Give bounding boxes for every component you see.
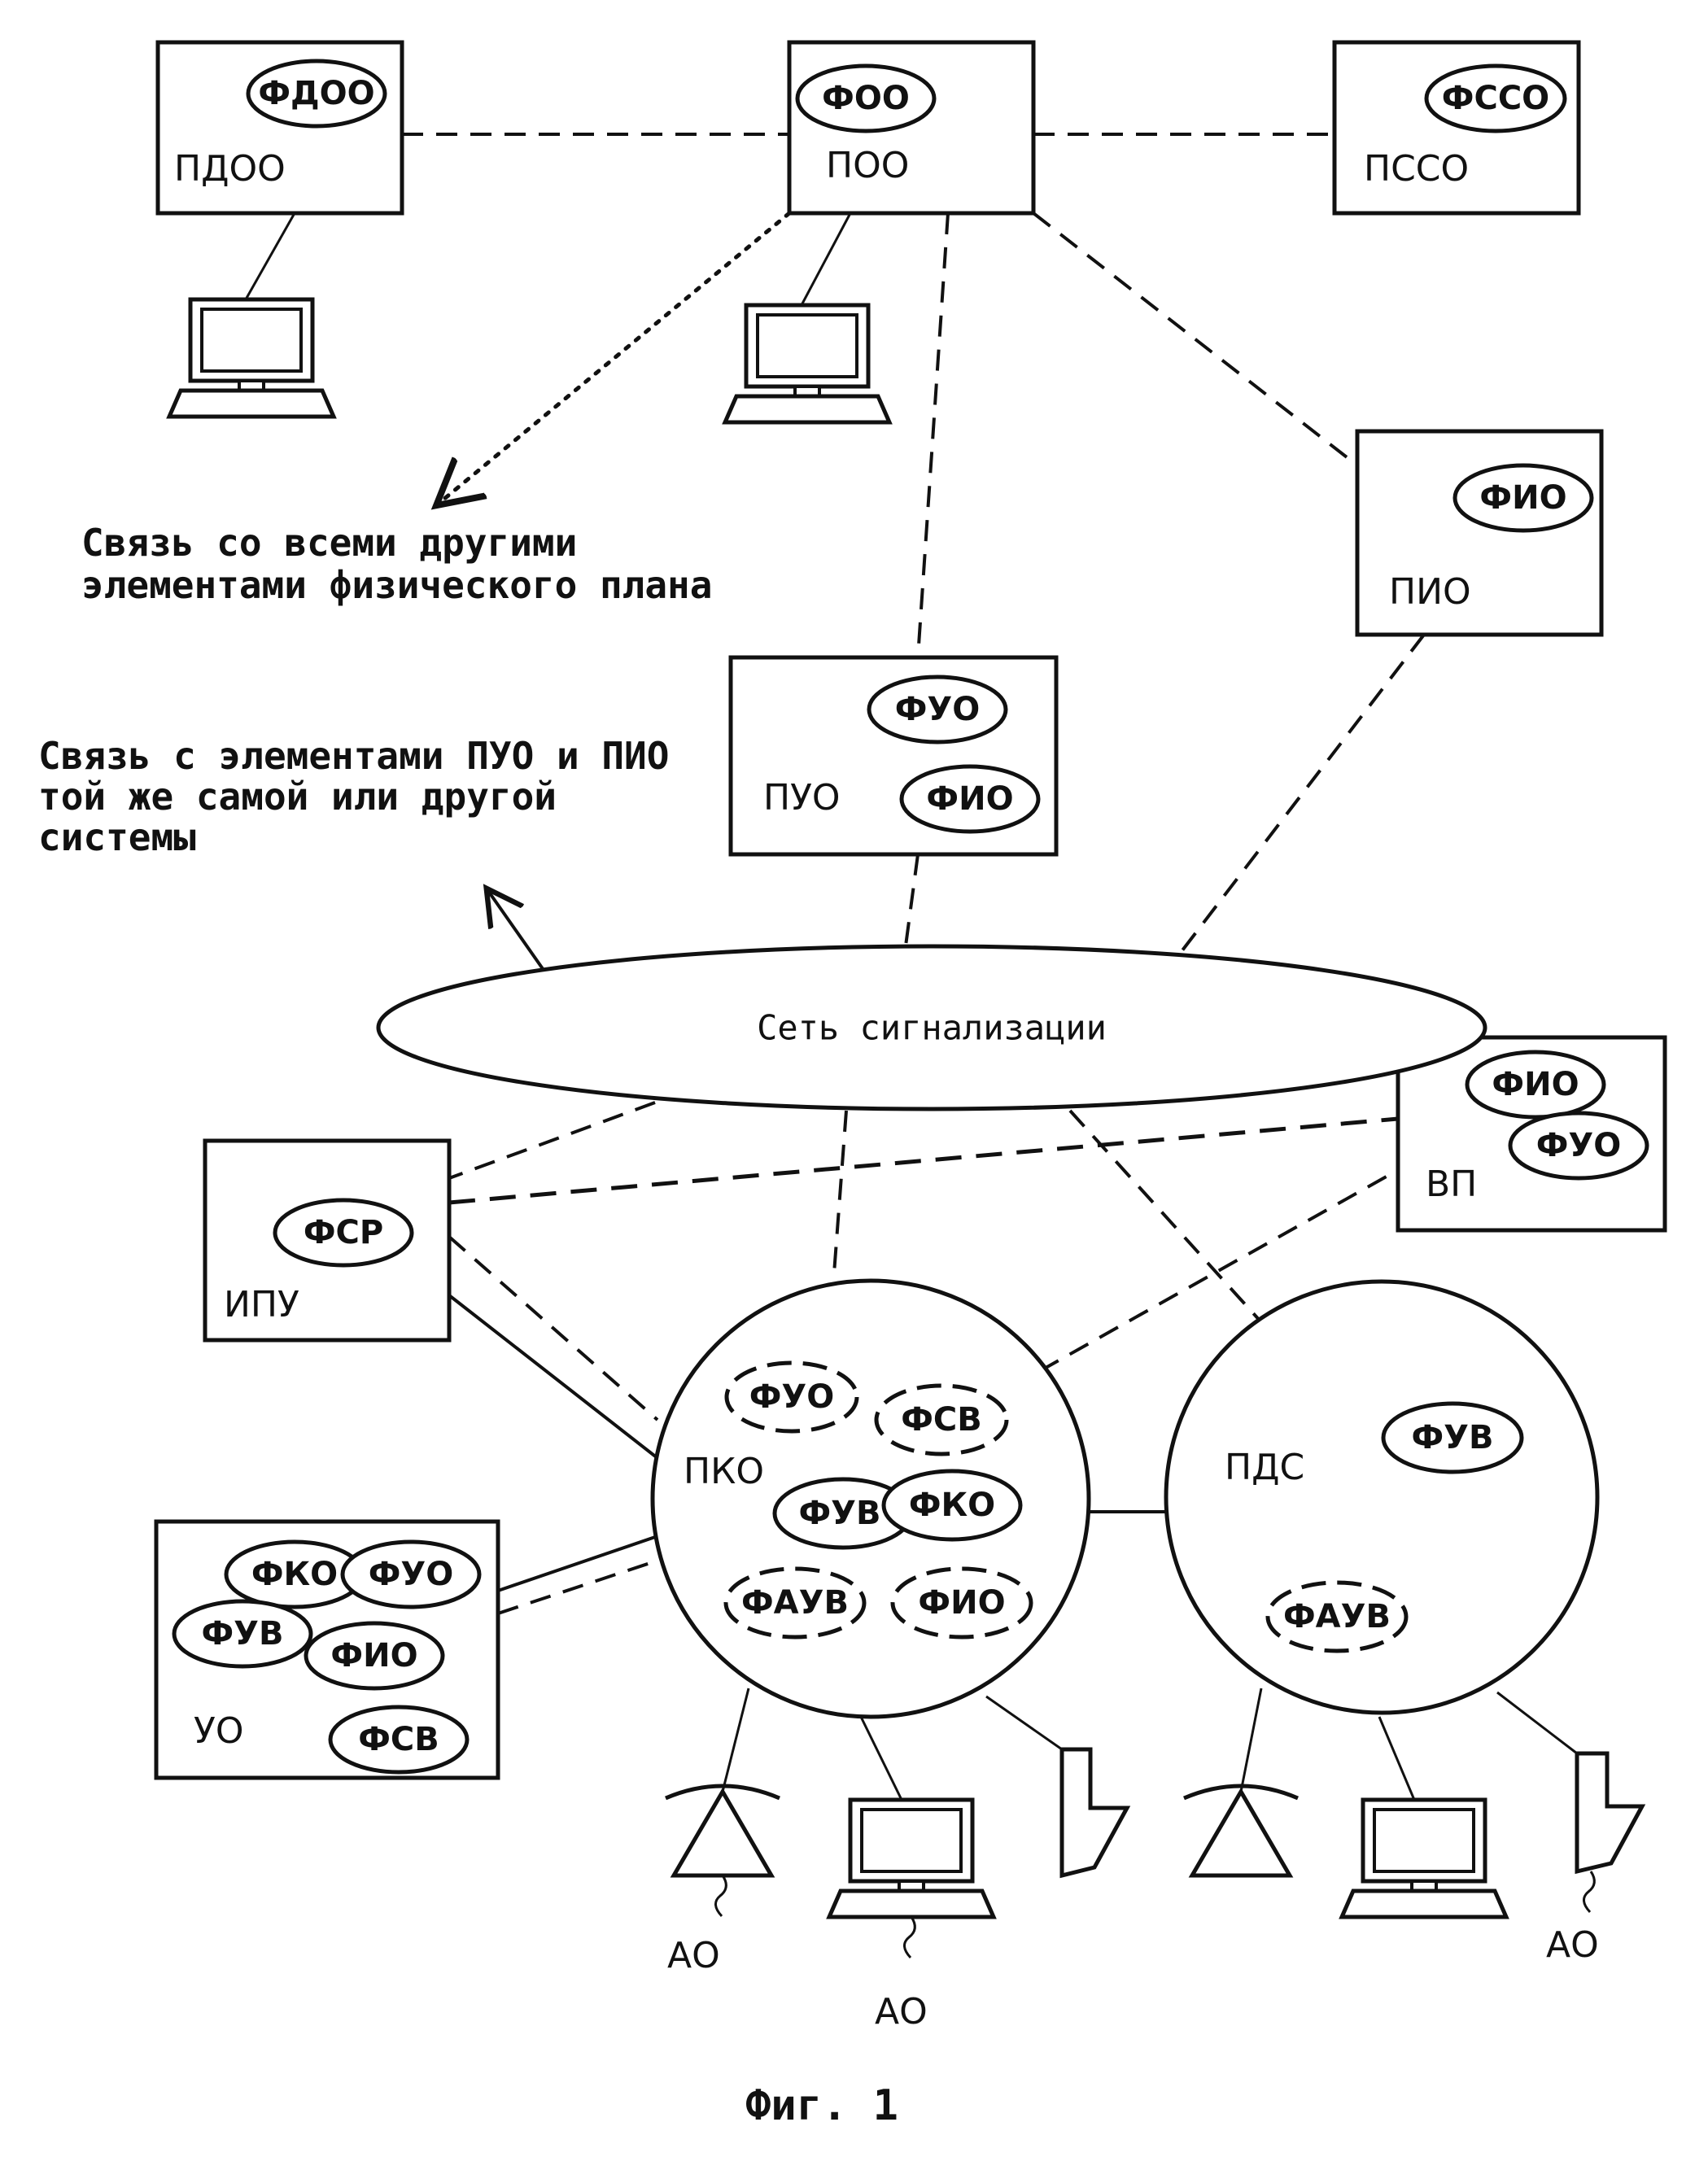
function-label: ФУО (749, 1378, 835, 1416)
link-pds-terminal (1379, 1717, 1414, 1800)
node-label: УО (194, 1710, 243, 1752)
function-label: ФОО (822, 80, 910, 117)
node-ipu: ФСР ИПУ (205, 1141, 449, 1340)
figure-caption: Фиг. 1 (745, 2081, 898, 2130)
link-ipu-pko-solid (449, 1295, 657, 1458)
function-label: ФССО (1442, 80, 1549, 117)
node-label: ПДС (1225, 1447, 1304, 1488)
function-label: ФУВ (202, 1615, 284, 1653)
link-poo-pio (1033, 213, 1357, 465)
node-label: ПКО (684, 1451, 764, 1492)
link-ipu-vp (449, 1119, 1398, 1203)
link-ipu-pko-dashed (449, 1237, 657, 1420)
link-pds-handset (1497, 1692, 1577, 1753)
function-label: ФАУВ (741, 1584, 849, 1622)
node-pds: ПДС ФУВ ФАУВ (1166, 1282, 1597, 1713)
link-puo-signaling (905, 854, 918, 952)
node-label: ПДОО (174, 148, 286, 190)
link-signaling-pds (1070, 1111, 1261, 1322)
node-label: ИПУ (224, 1284, 299, 1325)
node-pko: ПКО ФУО ФСВ ФУВ ФКО ФАУВ ФИО (653, 1281, 1089, 1717)
note-line: элементами физического плана (81, 563, 712, 607)
link-pio-signaling (1172, 635, 1424, 964)
link-pko-terminal (861, 1717, 902, 1800)
antenna-pko-icon (666, 1786, 780, 1916)
function-label: ФДОО (258, 75, 374, 112)
handset-pko-icon (1062, 1749, 1127, 1875)
function-label: ФСВ (358, 1721, 439, 1758)
note-line: Связь с элементами ПУО и ПИО (38, 734, 669, 778)
function-label: ФИО (330, 1637, 417, 1675)
handset-pds-icon (1577, 1753, 1642, 1912)
node-poo: ФОО ПОО (789, 42, 1033, 213)
link-poo-terminal (802, 213, 850, 305)
note-puo-pio: Связь с элементами ПУО и ПИО той же само… (38, 734, 669, 859)
function-label: ФИО (1479, 479, 1566, 517)
link-pds-antenna (1241, 1688, 1261, 1792)
note-line: Связь со всеми другими (81, 521, 577, 565)
function-label: ФУО (1536, 1127, 1622, 1164)
function-label: ФСР (304, 1214, 383, 1251)
pointer-squiggle (904, 1917, 915, 1958)
link-signaling-other-system (488, 891, 545, 972)
function-label: ФИО (1492, 1066, 1579, 1103)
function-label: ФУВ (1412, 1419, 1494, 1456)
link-poo-puo (918, 213, 948, 657)
link-uo-pko-dashed (498, 1561, 657, 1613)
node-label: ПССО (1364, 148, 1469, 190)
signaling-network: Сеть сигнализации (378, 946, 1485, 1109)
node-psso: ФССО ПССО (1335, 42, 1579, 213)
function-label: ФУО (895, 691, 981, 728)
function-label: ФУО (369, 1556, 454, 1593)
function-label: ФКО (251, 1556, 338, 1593)
link-signaling-pko (834, 1111, 846, 1273)
subscriber-label: АО (875, 1991, 928, 2033)
link-poo-all-elements (439, 213, 789, 503)
node-label: ПУО (763, 777, 841, 819)
note-all-elements: Связь со всеми другими элементами физиче… (81, 521, 712, 607)
terminal-pds-icon (1342, 1800, 1506, 1917)
node-label: ПИО (1389, 571, 1471, 613)
node-pdoo: ФДОО ПДОО (158, 42, 402, 213)
link-pko-antenna (723, 1688, 749, 1792)
node-uo: ФКО ФУО ФУВ ФИО ФСВ УО (156, 1522, 498, 1778)
link-signaling-ipu (449, 1103, 655, 1178)
node-label: ВП (1426, 1164, 1477, 1205)
terminal-poo-icon (725, 305, 889, 422)
subscriber-label: АО (667, 1935, 720, 1976)
note-line: системы (38, 815, 196, 859)
link-pdoo-terminal (246, 213, 295, 299)
antenna-pds-icon (1184, 1786, 1298, 1875)
terminal-pko-icon (829, 1800, 994, 1917)
function-label: ФКО (909, 1487, 995, 1524)
terminal-pdoo-icon (169, 299, 334, 417)
node-pio: ФИО ПИО (1357, 431, 1601, 635)
function-label: ФИО (918, 1584, 1005, 1622)
node-label: ПОО (826, 145, 909, 186)
node-puo: ФУО ФИО ПУО (731, 657, 1056, 854)
function-label: ФУВ (799, 1495, 881, 1532)
link-pko-handset (986, 1696, 1062, 1749)
function-label: ФСВ (901, 1401, 982, 1439)
signaling-network-label: Сеть сигнализации (757, 1008, 1107, 1048)
note-line: той же самой или другой (38, 775, 557, 819)
node-vp: ФИО ФУО ВП (1398, 1037, 1665, 1230)
link-uo-pko-solid (498, 1536, 657, 1591)
subscriber-label: АО (1546, 1924, 1599, 1966)
function-label: ФИО (926, 780, 1013, 818)
function-label: ФАУВ (1283, 1598, 1391, 1635)
